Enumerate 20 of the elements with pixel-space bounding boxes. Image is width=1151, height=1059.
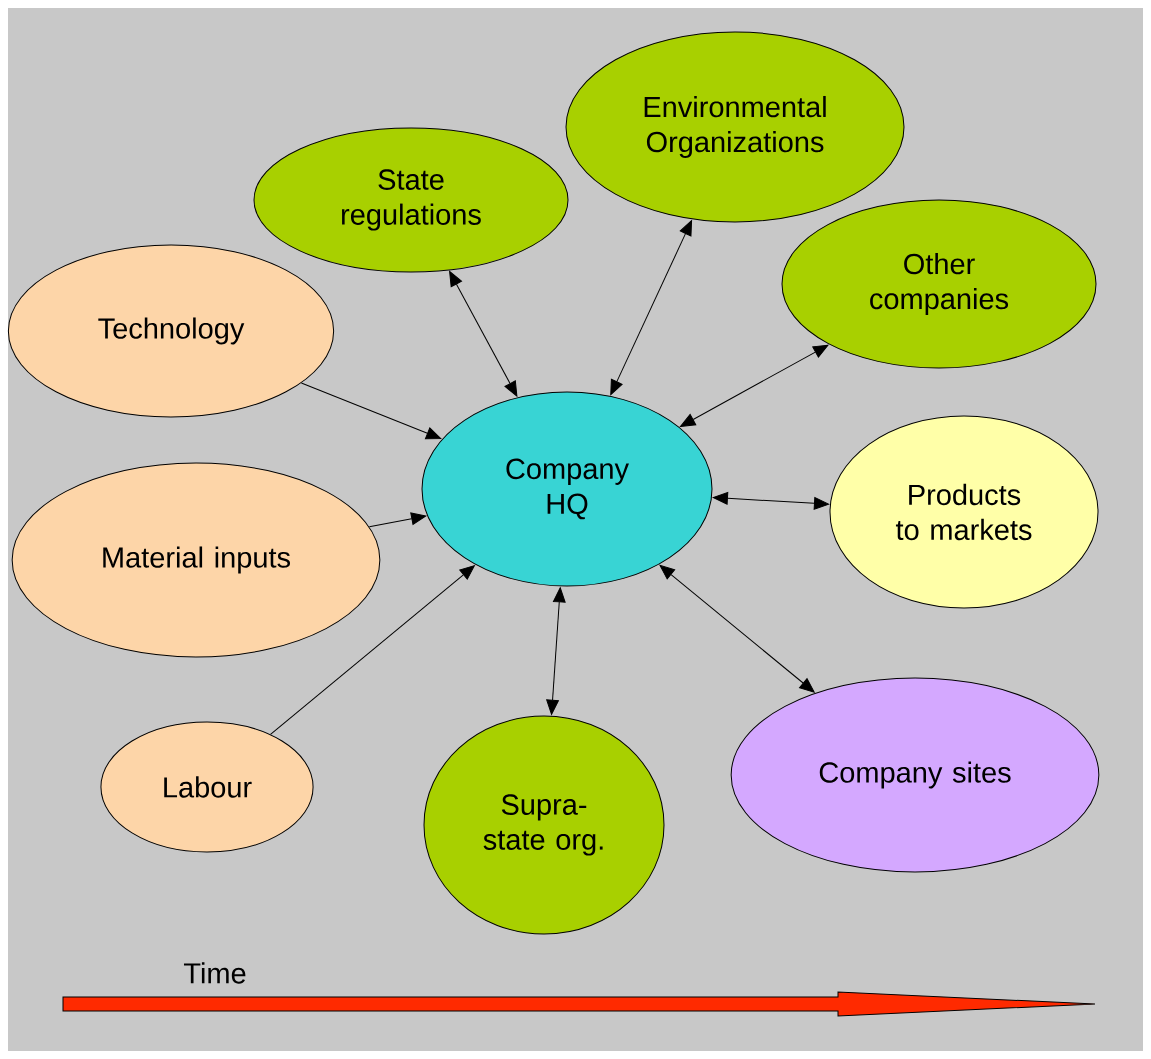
ellipse-node: Company HQ <box>421 391 713 587</box>
axis-label: Time <box>184 962 246 984</box>
ellipse-node: Technology <box>7 244 335 418</box>
ellipse-node: Labour <box>100 721 314 853</box>
arrow <box>610 220 693 396</box>
ellipse-node: Supra-state org. <box>423 715 665 935</box>
arrow <box>659 564 815 693</box>
arrow <box>546 587 566 715</box>
arrow <box>449 271 518 397</box>
arrow <box>270 565 475 735</box>
arrow <box>680 344 829 427</box>
ellipse-node: Company sites <box>730 677 1100 873</box>
arrow <box>300 382 442 440</box>
arrow <box>712 491 830 510</box>
ellipse-node: Environmental Organizations <box>565 31 905 223</box>
ellipse-node: State regulations <box>253 127 569 273</box>
ellipse-node: Other companies <box>781 199 1097 369</box>
ellipse-node: Material inputs <box>11 462 381 658</box>
arrow <box>368 512 427 528</box>
ellipse-node: Products to markets <box>829 415 1099 609</box>
